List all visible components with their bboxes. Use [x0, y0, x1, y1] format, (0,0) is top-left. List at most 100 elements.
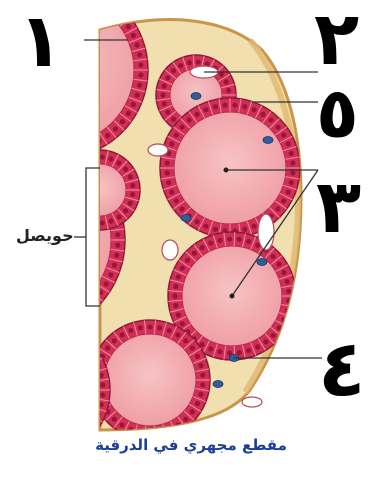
- cell-nucleus: [277, 261, 282, 266]
- cell-nucleus: [271, 254, 276, 259]
- cell-nucleus: [38, 150, 43, 155]
- cell-nucleus: [200, 245, 205, 250]
- cell-border: [49, 321, 51, 335]
- cell-nucleus: [18, 138, 23, 143]
- cell-nucleus: [290, 170, 295, 175]
- cell-nucleus: [147, 430, 152, 435]
- cell-border: [4, 127, 13, 138]
- cell-nucleus: [85, 428, 90, 433]
- cell-nucleus: [263, 339, 268, 344]
- cell-nucleus: [100, 154, 105, 159]
- cell-nucleus: [285, 279, 290, 284]
- cell-border: [54, 144, 55, 158]
- cell-nucleus: [165, 75, 170, 80]
- cell-nucleus: [194, 112, 199, 117]
- cell-nucleus: [190, 409, 195, 414]
- cell-nucleus: [237, 350, 242, 355]
- cell-border: [23, 137, 29, 150]
- cell-nucleus: [112, 338, 117, 343]
- cell-nucleus: [119, 332, 124, 337]
- cell-nucleus: [281, 132, 286, 137]
- cell-nucleus: [217, 349, 222, 354]
- cell-nucleus: [126, 24, 131, 29]
- cell-nucleus: [171, 68, 176, 73]
- cell-nucleus: [157, 325, 162, 330]
- cell-border: [97, 216, 98, 230]
- cell-nucleus: [289, 180, 294, 185]
- cell-nucleus: [175, 332, 180, 337]
- cell-nucleus: [252, 224, 257, 229]
- cell-nucleus: [62, 329, 67, 334]
- cell-nucleus: [82, 158, 87, 163]
- cell-border: [13, 132, 21, 144]
- cell-border: [0, 10, 6, 20]
- cell-nucleus: [162, 101, 167, 106]
- cell-border: [71, 310, 78, 322]
- cell-nucleus: [138, 62, 143, 67]
- cell-nucleus: [100, 220, 105, 225]
- cell-border: [85, 423, 96, 431]
- cell-nucleus: [108, 156, 113, 161]
- cell-border: [65, 328, 71, 340]
- cell-border: [71, 158, 78, 170]
- cell-border: [35, 321, 36, 335]
- cell-border: [14, 320, 16, 334]
- cell-border: [85, 349, 96, 357]
- cell-nucleus: [165, 170, 170, 175]
- leader-dot-3b: [230, 294, 235, 299]
- cell-border: [73, 333, 81, 344]
- cell-nucleus: [173, 284, 178, 289]
- cell-border: [74, 143, 77, 157]
- capillary: [148, 144, 168, 156]
- cell-nucleus: [217, 238, 222, 243]
- cell-nucleus: [179, 206, 184, 211]
- cell-nucleus: [91, 177, 96, 182]
- cell-nucleus: [105, 133, 110, 138]
- cell-nucleus: [190, 345, 195, 350]
- cell-nucleus: [162, 83, 167, 88]
- cell-nucleus: [242, 104, 247, 109]
- cell-nucleus: [105, 2, 110, 7]
- cell-nucleus: [286, 289, 291, 294]
- cell-nucleus: [281, 198, 286, 203]
- cell-nucleus: [17, 150, 22, 155]
- capillary: [258, 214, 274, 250]
- cell-nucleus: [48, 323, 53, 328]
- cell-border: [63, 174, 76, 180]
- cell-border: [83, 140, 87, 153]
- cell-nucleus: [120, 16, 125, 21]
- cell-border: [234, 232, 235, 246]
- colloid: [104, 334, 196, 426]
- callout-5: ٥: [316, 78, 359, 148]
- cell-nucleus: [131, 33, 136, 38]
- cell-nucleus: [68, 148, 73, 153]
- cell-nucleus: [10, 2, 15, 7]
- cell-nucleus: [169, 190, 174, 195]
- cell-border: [60, 194, 74, 196]
- cell-nucleus: [286, 141, 291, 146]
- cell-nucleus: [0, 155, 3, 160]
- cell-border: [35, 145, 36, 159]
- cell-nucleus: [66, 196, 71, 201]
- cell-nucleus: [126, 111, 131, 116]
- cell-border: [77, 157, 85, 168]
- cell-nucleus: [7, 323, 12, 328]
- cell-nucleus: [289, 151, 294, 156]
- cell-nucleus: [32, 325, 37, 330]
- cell-nucleus: [252, 107, 257, 112]
- callout-4: ٤: [318, 330, 366, 408]
- colloid: [174, 112, 286, 224]
- cell-nucleus: [108, 218, 113, 223]
- cell-border: [65, 144, 66, 158]
- cell-nucleus: [75, 163, 80, 168]
- cell-border: [44, 320, 46, 334]
- cell-nucleus: [268, 117, 273, 122]
- cell-nucleus: [57, 148, 62, 153]
- cell-nucleus: [116, 160, 121, 165]
- cell-nucleus: [128, 328, 133, 333]
- cell-nucleus: [69, 170, 74, 175]
- cell-nucleus: [91, 155, 96, 160]
- parafollicular-cell-nucleus: [181, 215, 191, 222]
- colloid: [0, 334, 96, 446]
